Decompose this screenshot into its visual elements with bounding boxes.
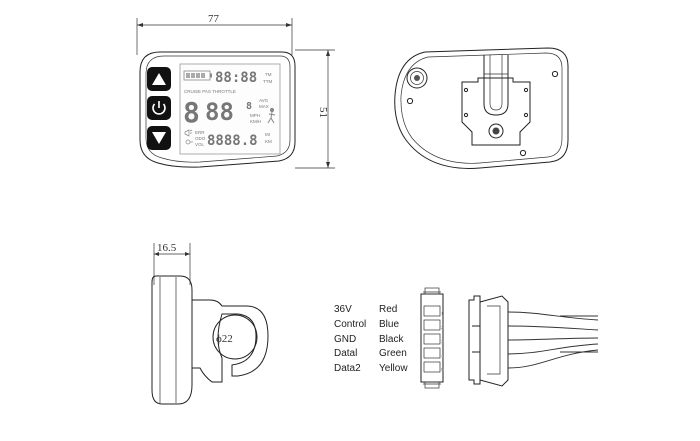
lcd-label-odo: ODO <box>195 136 206 141</box>
wire-color-3: Black <box>379 334 404 345</box>
dimension-depth-label: 16.5 <box>157 242 177 254</box>
lcd-label-vol: VOL <box>195 142 205 147</box>
connector-male <box>468 295 509 387</box>
lcd-odo-unit-km: KM <box>265 139 272 144</box>
lcd-top-unit-1: TM <box>265 72 272 77</box>
display-housing <box>139 51 296 168</box>
clamp-diameter-label: ϕ22 <box>216 333 233 345</box>
mount-bracket <box>461 55 531 146</box>
rear-housing <box>394 47 569 169</box>
down-arrow-icon <box>152 132 166 144</box>
lcd-odo-unit-mi: MI <box>265 132 270 137</box>
lcd-label-err: ERR <box>195 130 205 135</box>
wire-signal-2: Control <box>334 319 366 330</box>
lcd-speed-unit-max: MAX <box>259 104 269 109</box>
wire-color-2: Blue <box>379 319 399 330</box>
lcd-odo-digits: 8888.8 <box>207 133 258 149</box>
wire-color-5: Yellow <box>379 363 408 374</box>
lcd-top-unit-2: TTM <box>263 79 272 84</box>
connector-female: 1 2 3 4 5 <box>420 287 444 389</box>
lcd-speed-digits: 88 <box>205 98 234 126</box>
wiring-legend: 36V Control GND Datal Data2 Red Blue Bla… <box>334 304 408 374</box>
light-icon <box>184 129 193 137</box>
screw-hole <box>406 97 414 105</box>
cable-wires <box>507 311 599 369</box>
battery-icon <box>183 70 212 81</box>
wire-color-1: Red <box>379 304 397 315</box>
pin-label-5: 5 <box>441 367 444 372</box>
side-view: 16.5 ϕ22 <box>151 242 269 405</box>
up-arrow-icon <box>152 73 166 85</box>
wire-signal-3: GND <box>334 334 356 345</box>
side-housing <box>151 275 193 405</box>
down-button[interactable] <box>147 126 171 150</box>
pin-label-1: 1 <box>441 311 444 316</box>
lcd-speed-unit-kmh: KM/H <box>250 119 261 124</box>
lcd-speed-unit-avg: AVG <box>259 98 269 103</box>
dimension-width-label: 77 <box>208 13 220 25</box>
pin-label-3: 3 <box>441 339 444 344</box>
lcd-big-digit: 8 <box>183 96 200 129</box>
pin-label-4: 4 <box>441 353 444 358</box>
wrench-icon <box>185 139 193 145</box>
screw-hole <box>519 149 527 157</box>
power-icon <box>152 101 166 115</box>
rear-view <box>394 47 569 169</box>
lcd-top-digits: 88:88 <box>215 70 257 86</box>
power-button[interactable] <box>147 96 171 120</box>
walk-assist-icon <box>267 107 276 124</box>
wire-signal-1: 36V <box>334 304 352 315</box>
wire-signal-5: Data2 <box>334 363 361 374</box>
front-view: 77 51 <box>136 13 335 169</box>
lcd-mode-labels: CRUISE PAS THROTTLE <box>184 89 236 94</box>
pin-label-2: 2 <box>441 325 444 330</box>
lcd-speed-sub: 8 <box>246 101 252 112</box>
up-button[interactable] <box>147 67 171 91</box>
dimension-height-label: 51 <box>317 107 329 118</box>
lcd-speed-unit-mph: MPH <box>250 113 260 118</box>
lcd-screen: 88:88 TM TTM CRUISE PAS THROTTLE 8 88 8 … <box>179 63 281 155</box>
screw-hole <box>551 70 559 78</box>
wire-signal-4: Datal <box>334 348 357 359</box>
handlebar-clamp: ϕ22 <box>192 299 269 383</box>
wire-color-4: Green <box>379 348 407 359</box>
cable-port <box>406 67 428 89</box>
